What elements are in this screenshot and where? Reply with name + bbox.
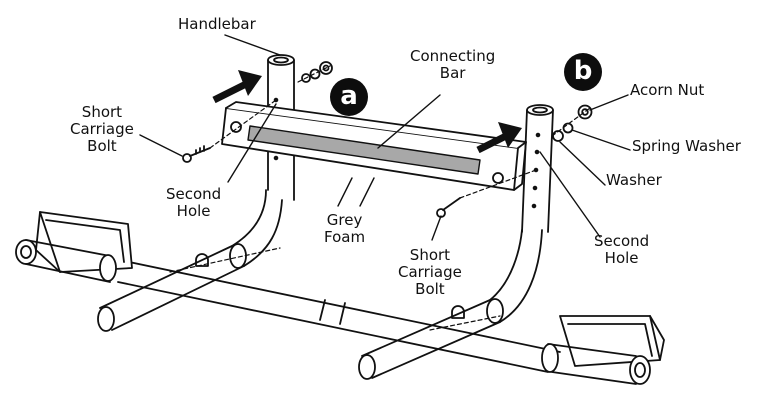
step-badge-b: b (564, 53, 602, 91)
step-badge-a: a (330, 78, 368, 116)
assembly-guide-lines (169, 65, 591, 331)
label-short-carriage-bolt-center: Short Carriage Bolt (398, 246, 462, 298)
hardware-left (301, 61, 333, 83)
label-second-hole-right: Second Hole (594, 232, 650, 267)
label-washer: Washer (606, 171, 662, 189)
left-door-bracket (15, 211, 133, 283)
label-connecting-bar: Connecting Bar (410, 47, 496, 82)
carriage-bolt-center (436, 197, 461, 218)
carriage-bolt-left (182, 145, 211, 163)
label-second-hole-left: Second Hole (166, 185, 222, 220)
insert-arrow-right (476, 122, 522, 154)
label-short-carriage-bolt-left: Short Carriage Bolt (70, 103, 134, 155)
label-spring-washer: Spring Washer (632, 137, 741, 155)
pin-left (195, 253, 209, 267)
leader-lines (139, 34, 631, 241)
label-grey-foam: Grey Foam (324, 211, 366, 246)
label-acorn-nut: Acorn Nut (630, 81, 705, 99)
bottom-crossbar (109, 257, 561, 373)
label-handlebar: Handlebar (178, 15, 256, 33)
pin-right (451, 305, 465, 319)
insert-arrow-left (212, 70, 262, 104)
right-lower-grip (358, 229, 543, 380)
right-handlebar-tube (521, 104, 554, 233)
grey-foam-strip (247, 125, 481, 175)
right-door-bracket (541, 315, 665, 385)
